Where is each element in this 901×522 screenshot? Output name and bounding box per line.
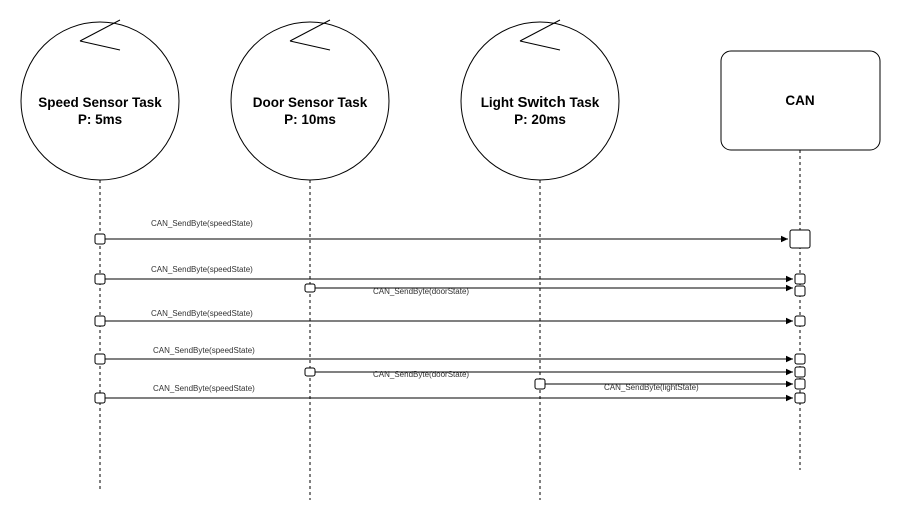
activation-box-sender: [94, 315, 106, 327]
control-arrow-icon: [519, 19, 561, 51]
activation-box-receiver: [794, 273, 806, 285]
message-label: CAN_SendByte(doorState): [373, 370, 469, 379]
lifeline-title: Door Sensor Task: [253, 95, 368, 110]
activation-box-receiver: [794, 392, 806, 404]
lifeline-period: P: 10ms: [284, 112, 336, 127]
lifeline-door-sensor-task[interactable]: Door Sensor Task P: 10ms: [230, 19, 390, 500]
message-8[interactable]: CAN_SendByte(speedState): [94, 384, 806, 404]
activation-box-receiver: [794, 353, 806, 365]
lifeline-title: Light Switch Task: [481, 94, 600, 111]
activation-box-receiver: [794, 285, 806, 297]
activation-box-sender: [94, 273, 106, 285]
activation-box-sender: [534, 378, 546, 390]
lifeline-period: P: 20ms: [514, 112, 566, 127]
message-label: CAN_SendByte(speedState): [153, 384, 255, 393]
lifeline-speed-sensor-task[interactable]: Speed Sensor Task P: 5ms: [20, 19, 180, 492]
lifeline-period: P: 5ms: [78, 112, 122, 127]
message-label: CAN_SendByte(speedState): [151, 265, 253, 274]
message-6[interactable]: CAN_SendByte(doorState): [304, 366, 806, 379]
activation-box-sender: [94, 353, 106, 365]
message-4[interactable]: CAN_SendByte(speedState): [94, 309, 806, 327]
message-label: CAN_SendByte(speedState): [151, 219, 253, 228]
activation-box-sender: [94, 233, 106, 245]
activation-box-sender: [94, 392, 106, 404]
message-label: CAN_SendByte(lightState): [604, 383, 699, 392]
activation-box-receiver: [789, 229, 811, 249]
message-1[interactable]: CAN_SendByte(speedState): [94, 219, 811, 249]
activation-box-receiver: [794, 366, 806, 378]
control-arrow-icon: [79, 19, 121, 51]
message-label: CAN_SendByte(speedState): [151, 309, 253, 318]
message-label: CAN_SendByte(doorState): [373, 287, 469, 296]
activation-box-sender: [304, 367, 316, 377]
message-3[interactable]: CAN_SendByte(doorState): [304, 283, 806, 297]
control-arrow-icon: [289, 19, 331, 51]
activation-box-sender: [304, 283, 316, 293]
lifeline-light-switch-task[interactable]: Light Switch Task P: 20ms: [460, 19, 620, 500]
lifeline-can[interactable]: CAN: [720, 50, 881, 470]
lifeline-title: Speed Sensor Task: [38, 95, 162, 110]
activation-box-receiver: [794, 315, 806, 327]
lifeline-title: CAN: [785, 93, 814, 108]
message-5[interactable]: CAN_SendByte(speedState): [94, 346, 806, 365]
message-2[interactable]: CAN_SendByte(speedState): [94, 265, 806, 285]
activation-box-receiver: [794, 378, 806, 390]
message-label: CAN_SendByte(speedState): [153, 346, 255, 355]
message-7[interactable]: CAN_SendByte(lightState): [534, 378, 806, 392]
